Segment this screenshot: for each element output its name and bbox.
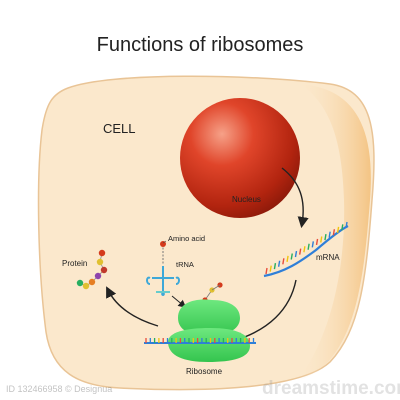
trna <box>146 241 180 296</box>
ribosome <box>168 299 250 362</box>
mrna-label: mRNA <box>316 253 340 262</box>
amino-acid-pointer <box>162 240 167 244</box>
amino-acid-label: Amino acid <box>168 234 205 243</box>
arrow-nucleus-to-mrna <box>281 167 309 229</box>
nucleus-label: Nucleus <box>232 195 261 204</box>
watermark-id: ID 132466958 © Designua <box>6 384 113 394</box>
mrna-strand <box>263 221 349 278</box>
ribosome-label: Ribosome <box>186 367 223 376</box>
arrow-ribosome-to-protein <box>106 286 159 327</box>
protein-label: Protein <box>62 259 87 268</box>
protein-chain <box>76 249 108 290</box>
trna-label: tRNA <box>176 260 194 269</box>
diagram-title: Functions of ribosomes <box>96 34 304 56</box>
ribosome-mrna <box>144 338 256 344</box>
arrow-trna-to-ribosome <box>171 295 187 308</box>
nucleus <box>180 98 300 218</box>
cell-shade <box>296 84 371 382</box>
watermark-brand: dreamstime.com <box>262 378 400 399</box>
cell-label: CELL <box>103 121 136 136</box>
